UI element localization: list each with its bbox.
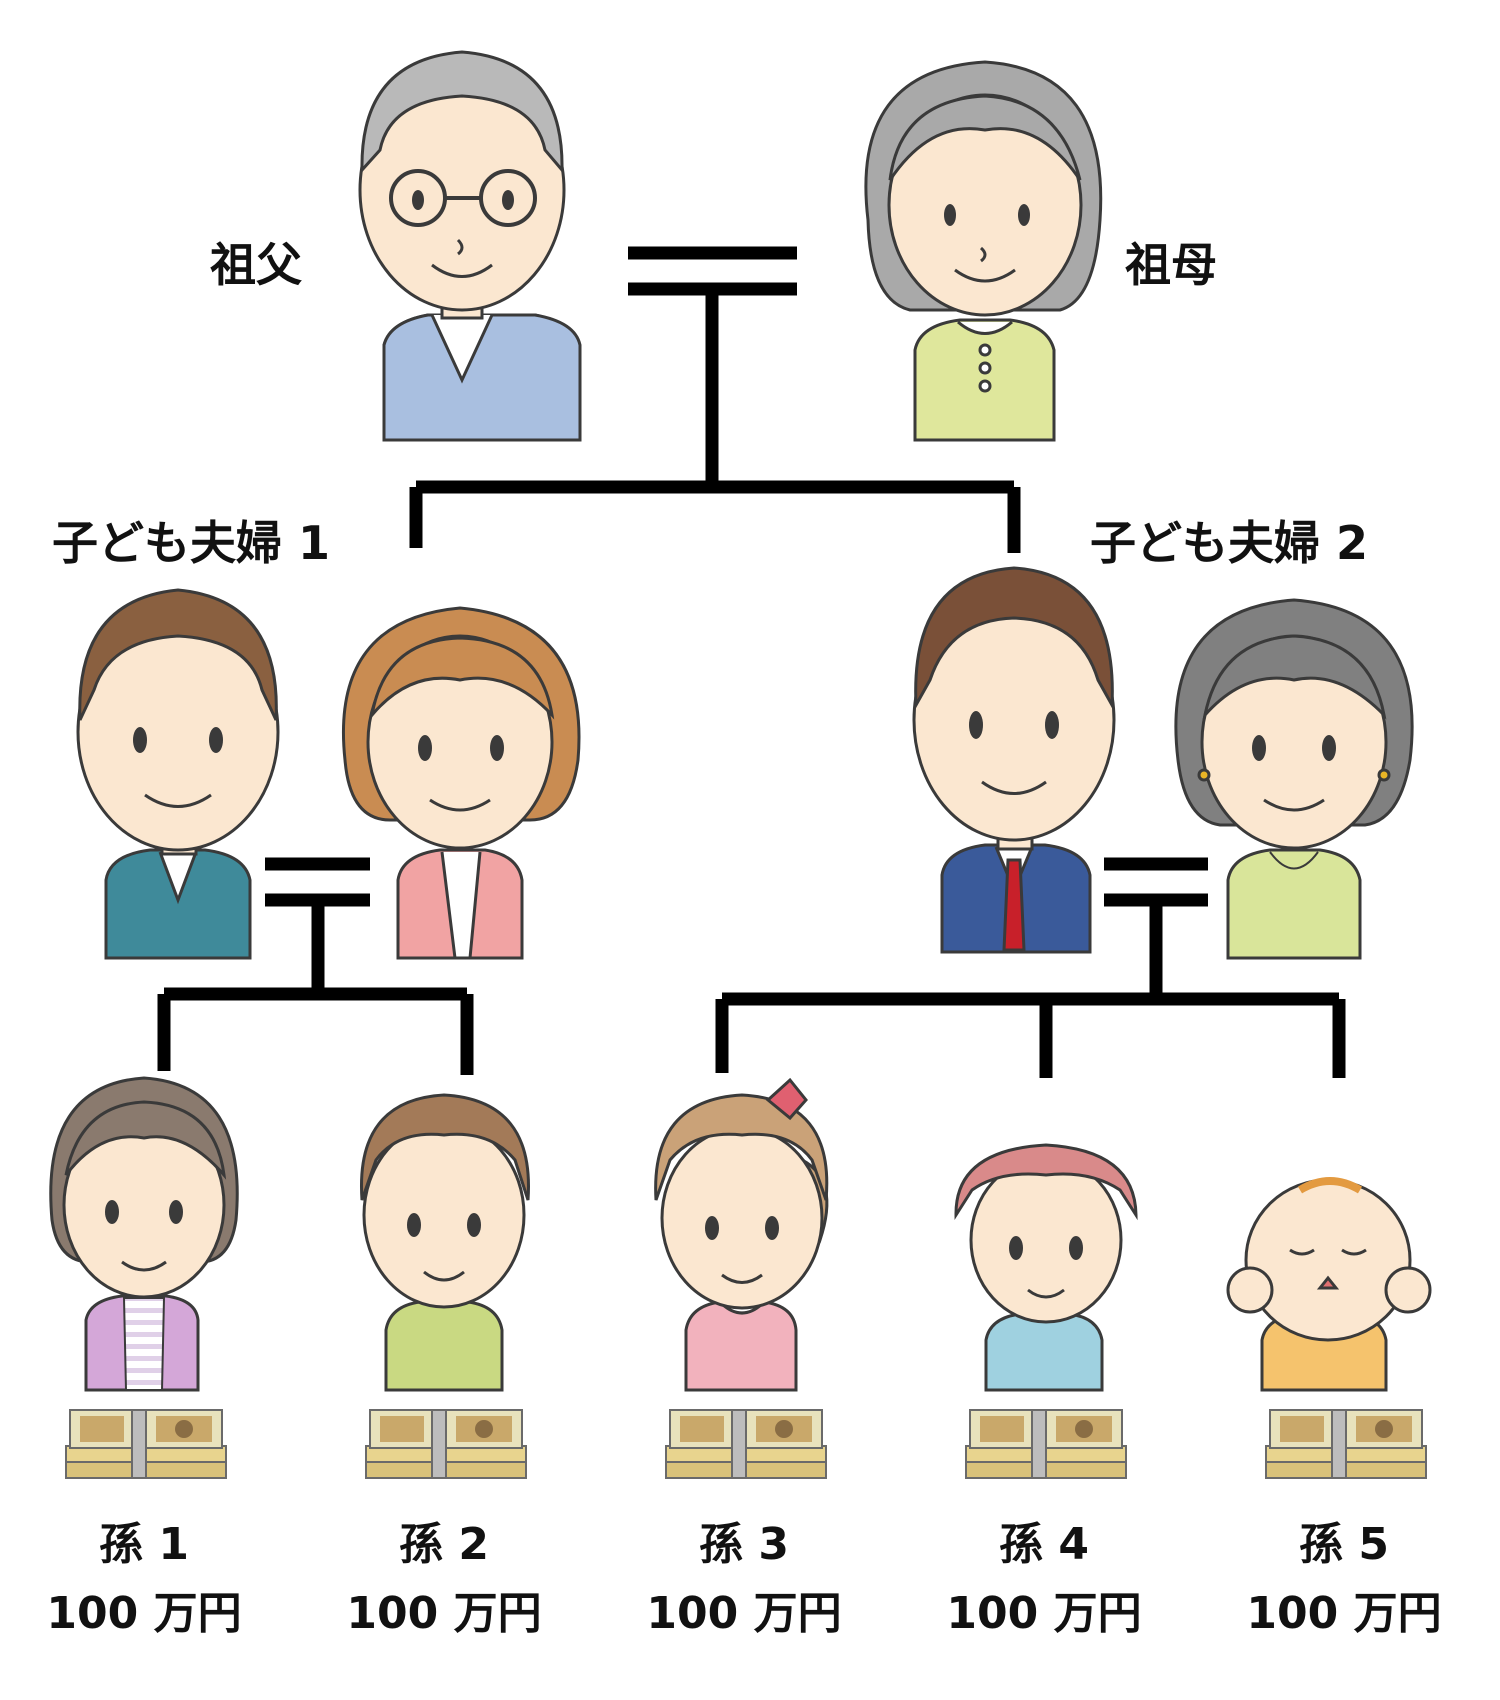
- money-bundle-icon: [65, 1409, 227, 1479]
- mother2-illustration: [1174, 598, 1414, 960]
- grandchild3-amount: 100 万円: [646, 1588, 842, 1639]
- marriage-symbol-couple1: [265, 857, 370, 907]
- grandchild3-illustration: [654, 1077, 829, 1392]
- couple1-label: 子ども夫婦 1: [52, 516, 331, 570]
- grandchild5-illustration: [1226, 1177, 1432, 1392]
- grandmother-illustration: [864, 60, 1103, 442]
- money-bundles: [65, 1409, 1427, 1479]
- marriage-symbol-grandparents: [628, 246, 797, 296]
- money-bundle-icon: [1265, 1409, 1427, 1479]
- grandmother-label: 祖母: [1125, 238, 1217, 292]
- grandchild4-illustration: [954, 1143, 1138, 1392]
- grandchild1-amount: 100 万円: [46, 1588, 242, 1639]
- money-bundle-icon: [665, 1409, 827, 1479]
- grandchild2-label: 孫 2: [399, 1519, 489, 1570]
- grandchild5-amount: 100 万円: [1246, 1588, 1442, 1639]
- grandchild3-label: 孫 3: [699, 1519, 789, 1570]
- tree-connectors: [157, 246, 1346, 1078]
- father1-illustration: [76, 588, 280, 960]
- money-bundle-icon: [365, 1409, 527, 1479]
- grandchild2-amount: 100 万円: [346, 1588, 542, 1639]
- father2-illustration: [912, 566, 1116, 954]
- grandchild4-amount: 100 万円: [946, 1588, 1142, 1639]
- grandchild1-illustration: [49, 1076, 239, 1392]
- couple2-label: 子ども夫婦 2: [1090, 516, 1369, 570]
- grandfather-label: 祖父: [210, 238, 302, 292]
- grandchild1-label: 孫 1: [99, 1519, 189, 1570]
- grandfather-illustration: [358, 50, 582, 442]
- grandchild2-illustration: [359, 1093, 530, 1392]
- grandchild4-label: 孫 4: [999, 1519, 1089, 1570]
- grandchild5-label: 孫 5: [1299, 1519, 1389, 1570]
- marriage-symbol-couple2: [1104, 857, 1208, 907]
- money-bundle-icon: [965, 1409, 1127, 1479]
- mother1-illustration: [342, 606, 581, 960]
